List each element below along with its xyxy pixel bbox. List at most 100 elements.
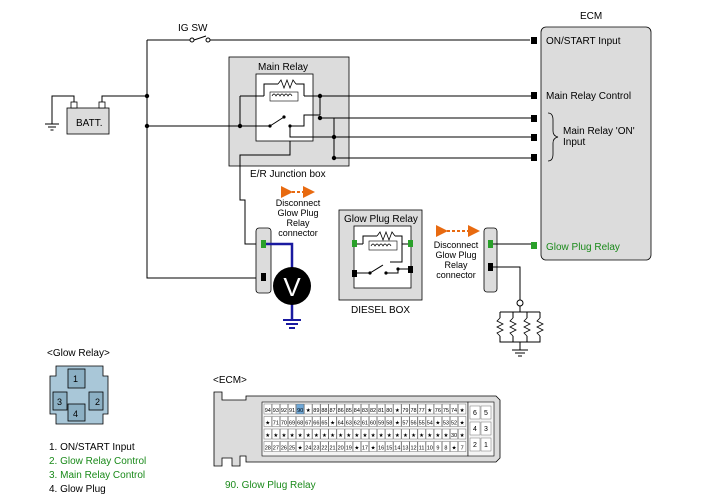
ecm-title: ECM [580,11,602,22]
ecm-pin-cell [369,403,377,415]
ecm-pin-cell [425,441,434,452]
ecm-side-pin-label: 4 [473,426,477,433]
ecm-pin-label: 82 [370,408,376,414]
ecm-pin-label: 16 [378,446,384,452]
ecm-pin-cell [369,416,377,427]
ecm-pin-cell [336,416,345,427]
ecm-main-relay-control: Main Relay Control [546,91,631,102]
ecm-pin-label: 13 [402,446,408,452]
ecm-main-relay-on-input-2: Input [563,137,585,148]
glow-relay-pin-2: 2 [95,397,100,407]
glow-plugs-icon [496,299,544,357]
ecm-pin-cell [401,428,410,440]
ecm-pin-label: 75 [443,408,449,414]
ecm-pin-cell [320,441,329,452]
ecm-pin-label: 86 [338,408,344,414]
ecm-pin-label: 53 [443,421,449,427]
ecm-pin-cell [344,416,353,427]
ecm-pin-label: 83 [362,408,368,414]
ecm-side-pin-cell [469,405,481,420]
ecm-pin-label: 79 [402,408,408,414]
ecm-side-pin-cell [480,437,492,452]
ecm-pin-cell [280,441,288,452]
ecm-pin-label: 81 [378,408,384,414]
ecm-pin-label: ★ [298,432,303,439]
ecm-module [540,26,652,261]
ecm-pin-label: 14 [394,446,400,452]
ecm-glow-plug-relay-input: Glow Plug Relay [546,242,620,253]
ecm-side-pin-label: 2 [473,442,477,449]
ecm-pin-label: 30 [451,433,457,439]
ecm-pin-label: 10 [427,446,433,452]
ecm-side-pin-cell [480,405,492,420]
ecm-pin-cell [304,403,313,415]
ecm-pin-label: 54 [427,421,433,427]
ecm-pin-cell [425,416,434,427]
disconnect-label-2a: Disconnect [434,240,479,250]
ecm-pin-cell [442,428,450,440]
ecm-pin-cell [377,441,386,452]
ecm-pin-cell [377,428,386,440]
ecm-pin-cell [263,428,272,440]
ecm-pin-label: 7 [461,446,464,452]
ecm-pin-label: ★ [460,420,465,427]
ecm-pin-cell [336,441,345,452]
ecm-pin-cell [401,403,410,415]
ecm-pin-cell [288,428,296,440]
ecm-pin-cell [433,428,442,440]
ecm-pin-cell [304,416,313,427]
ecm-pin-label: ★ [281,432,286,439]
ecm-pin-label: 64 [338,421,344,427]
ecm-pin-label: ★ [330,420,335,427]
ecm-pin-label: ★ [411,432,416,439]
ecm-pin-cell [361,416,369,427]
ecm-pin-cell [450,416,458,427]
ecm-pin-cell [450,428,458,440]
ecm-pin-label: ★ [290,432,295,439]
legend-item-2: 2. Glow Relay Control [49,456,146,467]
ecm-pin-label: ★ [306,432,311,439]
ecm-pin-cell [393,416,402,427]
ecm-pin-label: ★ [265,420,270,427]
ecm-pin-cell [296,416,305,427]
ecm-pin-cell [312,416,321,427]
ecm-pin-label: ★ [395,420,400,427]
ecm-pin-label: 21 [329,446,335,452]
ecm-pin-cell [442,403,450,415]
ecm-pin-label: 20 [338,446,344,452]
ecm-pin-label: 91 [289,408,295,414]
ecm-pin-label: 61 [362,421,368,427]
ecm-pin-cell [352,428,361,440]
ecm-pin-label: 63 [346,421,352,427]
ecm-pin-cell [320,428,329,440]
ecm-pin-label: 71 [273,421,279,427]
ecm-pin-label: 55 [419,421,425,427]
ecm-pin-label: 8 [444,446,447,452]
ecm-pin-cell [458,403,467,415]
ecm-pin-label: 60 [370,421,376,427]
ecm-pin-label: ★ [273,432,278,439]
ecm-pin-label: 15 [386,446,392,452]
ecm-pin-label: 25 [289,446,295,452]
ecm-pin-cell [361,403,369,415]
ecm-pin-cell [304,441,313,452]
ecm-pin-cell [442,441,450,452]
legend-item-3: 3. Main Relay Control [49,470,145,481]
disconnect-label-2c: Relay [444,260,468,270]
diesel-box-label: DIESEL BOX [351,305,410,316]
ecm-pin-label: ★ [460,432,465,439]
ecm-pin-label: ★ [403,432,408,439]
ecm-pin-label: 22 [321,446,327,452]
ecm-side-pin-cell [469,421,481,436]
ecm-pin-label: ★ [419,432,424,439]
ecm-pin-label: ★ [322,432,327,439]
ecm-pin-label: 80 [386,408,392,414]
ecm-pin-label: ★ [452,445,457,452]
ecm-pin-label: 85 [346,408,352,414]
ecm-pin-label: 27 [273,446,279,452]
ecm-pin-cell [385,441,394,452]
disconnect-label-1a: Disconnect [276,198,321,208]
ecm-pin-label: 9 [436,446,439,452]
ecm-pin-cell [361,441,369,452]
ecm-side-pin-cell [469,437,481,452]
